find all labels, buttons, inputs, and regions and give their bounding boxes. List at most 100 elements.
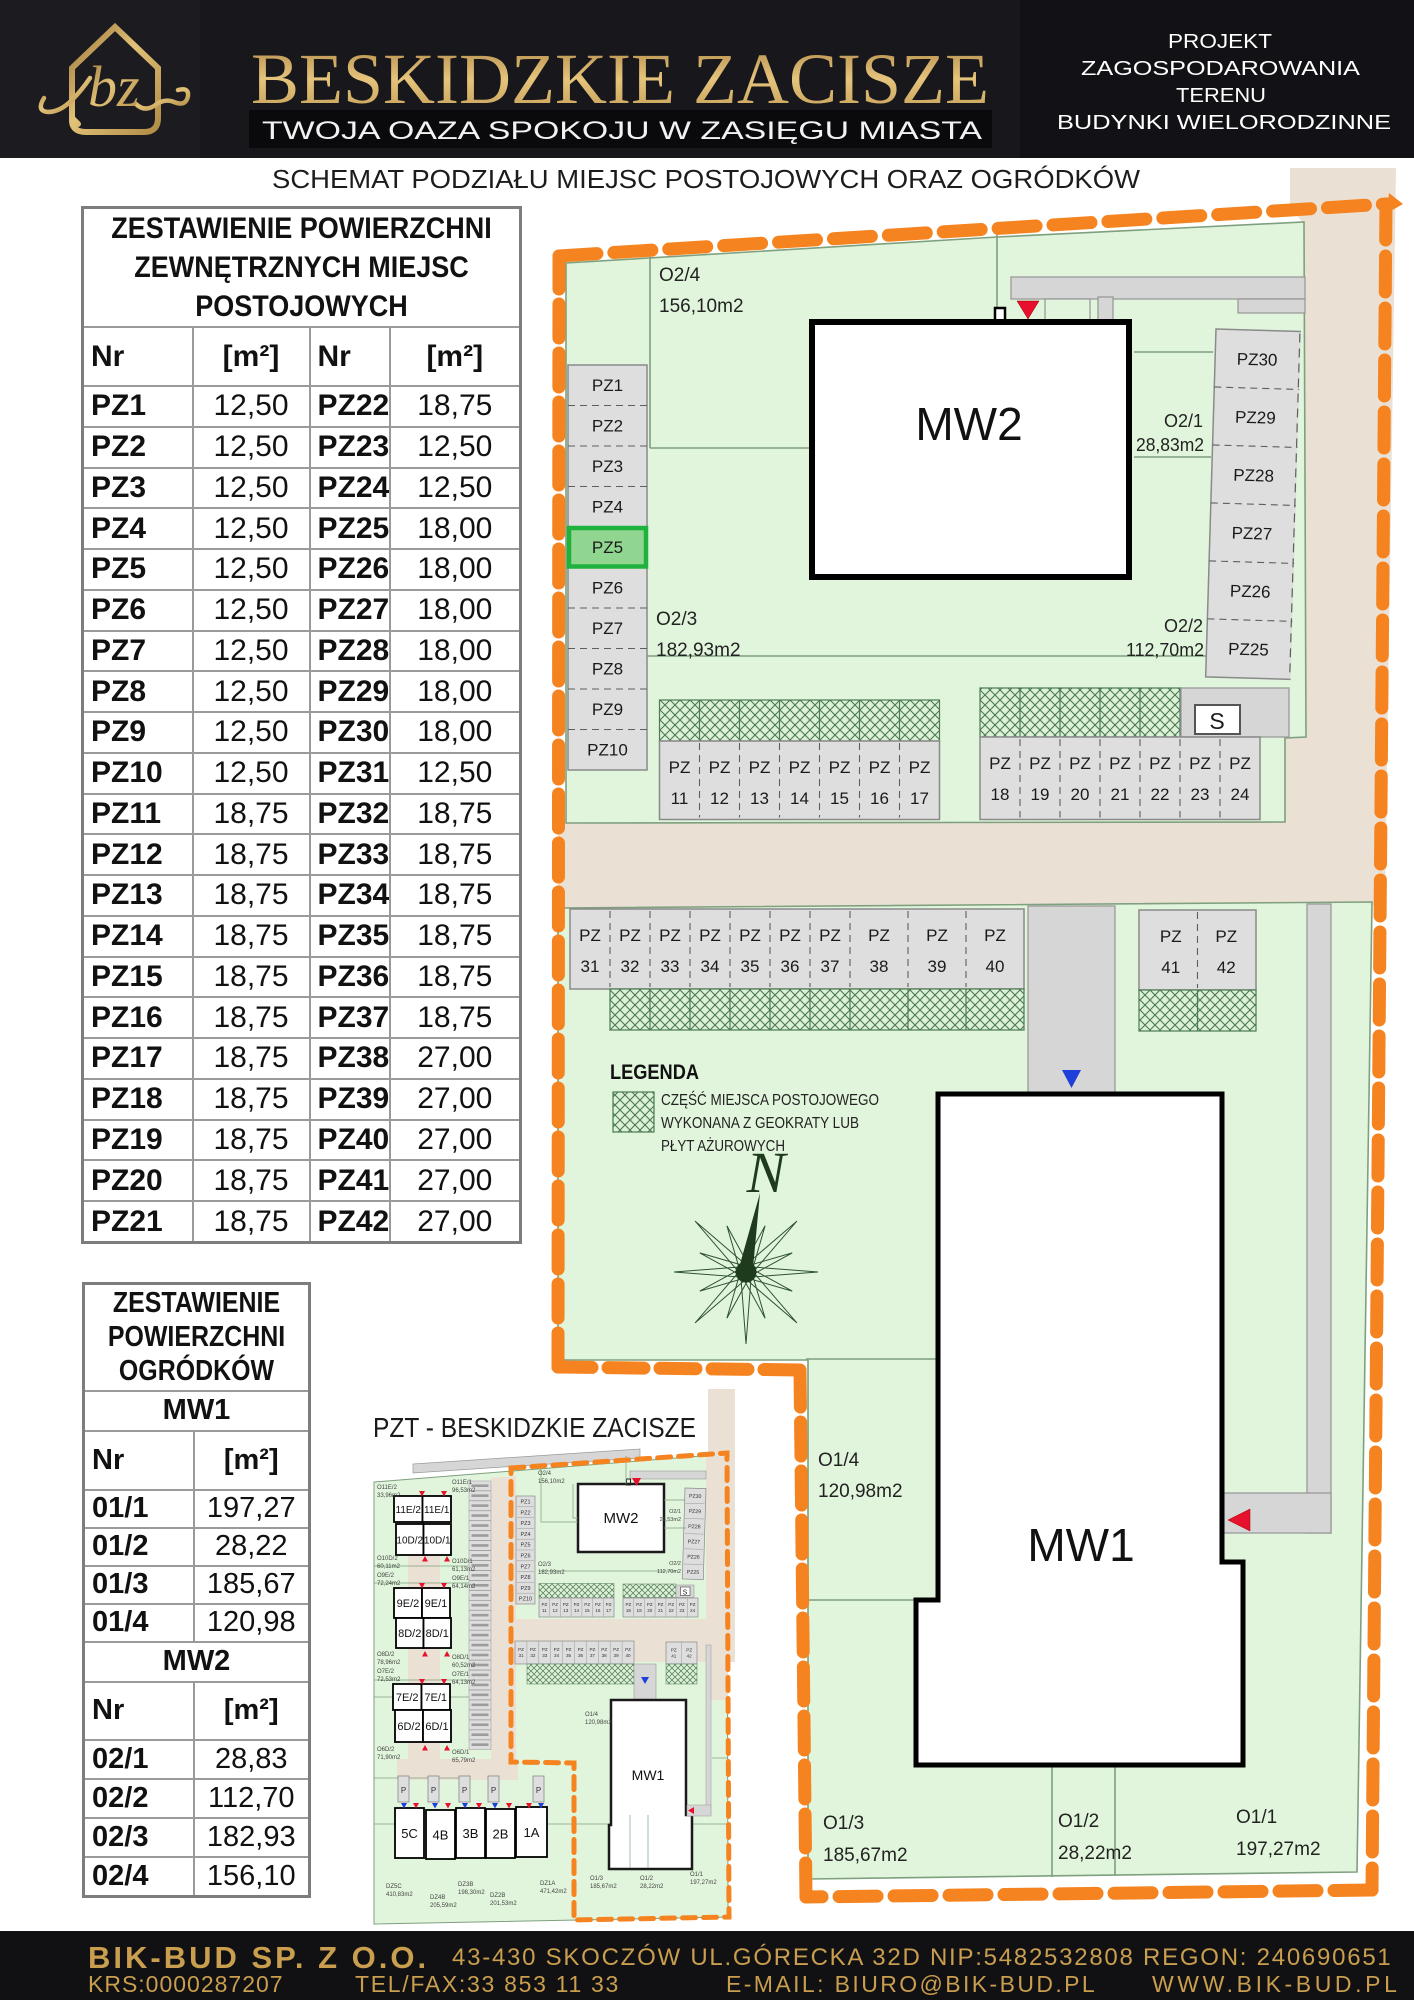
svg-text:PZ5: PZ5 (520, 1543, 530, 1549)
svg-text:O9E/2: O9E/2 (377, 1573, 395, 1579)
svg-text:156,10m2: 156,10m2 (538, 1479, 565, 1485)
svg-text:PZ: PZ (679, 1602, 685, 1607)
svg-text:PZ: PZ (749, 758, 771, 777)
svg-text:O9E/1: O9E/1 (452, 1576, 470, 1582)
svg-text:O10D/1: O10D/1 (452, 1559, 473, 1565)
svg-text:LEGENDA: LEGENDA (610, 1061, 699, 1084)
svg-text:PZ: PZ (647, 1602, 653, 1607)
svg-text:PZ5: PZ5 (592, 538, 623, 557)
svg-text:PZ: PZ (709, 758, 731, 777)
svg-text:17: 17 (606, 1608, 612, 1613)
svg-text:PZ: PZ (789, 758, 811, 777)
svg-text:32: 32 (530, 1653, 536, 1658)
svg-text:17: 17 (910, 789, 929, 808)
svg-text:39: 39 (614, 1653, 620, 1658)
svg-text:13: 13 (750, 789, 769, 808)
svg-text:41: 41 (1161, 958, 1180, 977)
svg-text:120,98m2: 120,98m2 (818, 1481, 903, 1502)
svg-text:31: 31 (518, 1653, 524, 1658)
svg-text:410,83m2: 410,83m2 (386, 1892, 413, 1898)
svg-text:40: 40 (986, 957, 1005, 976)
svg-text:DZ1A: DZ1A (540, 1881, 555, 1887)
svg-text:38: 38 (602, 1653, 608, 1658)
svg-text:PZ: PZ (909, 758, 931, 777)
svg-text:PZ9: PZ9 (592, 700, 623, 719)
svg-text:PZ: PZ (779, 926, 801, 945)
svg-text:PZ: PZ (868, 926, 890, 945)
svg-text:24: 24 (1231, 785, 1250, 804)
svg-text:O2/2: O2/2 (1164, 616, 1203, 636)
svg-text:60,11m2: 60,11m2 (377, 1564, 401, 1570)
svg-text:PZ7: PZ7 (592, 619, 623, 638)
svg-text:PZ: PZ (699, 926, 721, 945)
svg-text:PZ: PZ (869, 758, 891, 777)
svg-text:PZ: PZ (1160, 927, 1182, 946)
svg-text:PZ: PZ (1149, 754, 1171, 773)
svg-text:32: 32 (621, 957, 640, 976)
svg-text:PZ27: PZ27 (688, 1539, 701, 1545)
svg-text:P: P (536, 1786, 541, 1795)
svg-text:P: P (401, 1786, 406, 1795)
svg-text:197,27m2: 197,27m2 (1236, 1839, 1321, 1860)
svg-text:38: 38 (870, 957, 889, 976)
svg-text:PZ4: PZ4 (520, 1532, 530, 1538)
svg-text:PZ: PZ (613, 1647, 619, 1652)
svg-text:198,30m2: 198,30m2 (458, 1890, 485, 1896)
svg-text:PZ26: PZ26 (1230, 582, 1271, 602)
svg-text:197,27m2: 197,27m2 (690, 1880, 717, 1886)
svg-text:PZ: PZ (606, 1602, 612, 1607)
svg-text:18: 18 (991, 785, 1010, 804)
svg-text:185,67m2: 185,67m2 (823, 1845, 908, 1866)
svg-text:23: 23 (679, 1608, 685, 1613)
svg-text:PZ: PZ (574, 1602, 580, 1607)
svg-text:PZ: PZ (584, 1602, 590, 1607)
svg-text:PZT - BESKIDZKIE ZACISZE: PZT - BESKIDZKIE ZACISZE (373, 1412, 696, 1443)
svg-text:16: 16 (595, 1608, 601, 1613)
svg-text:PZ2: PZ2 (520, 1510, 530, 1516)
svg-text:PZ: PZ (595, 1602, 601, 1607)
svg-text:PŁYT AŻUROWYCH: PŁYT AŻUROWYCH (661, 1136, 785, 1155)
svg-text:205,59m2: 205,59m2 (430, 1903, 457, 1909)
svg-text:42: 42 (1217, 958, 1236, 977)
svg-text:78,96m2: 78,96m2 (377, 1660, 401, 1666)
svg-text:PZ: PZ (578, 1647, 584, 1652)
svg-text:PZ1: PZ1 (592, 376, 623, 395)
svg-text:PZ: PZ (1215, 927, 1237, 946)
svg-text:36: 36 (781, 957, 800, 976)
svg-text:O6D/2: O6D/2 (377, 1747, 395, 1753)
svg-text:20: 20 (1071, 785, 1090, 804)
svg-text:37: 37 (821, 957, 840, 976)
svg-text:PZ: PZ (984, 926, 1006, 945)
svg-text:182,93m2: 182,93m2 (656, 640, 741, 661)
svg-text:41: 41 (671, 1654, 677, 1659)
svg-text:12: 12 (553, 1608, 559, 1613)
svg-text:O7E/2: O7E/2 (377, 1669, 395, 1675)
svg-text:7E/1: 7E/1 (424, 1692, 447, 1704)
svg-text:PZ: PZ (563, 1602, 569, 1607)
svg-text:2B: 2B (493, 1827, 509, 1842)
svg-text:TERENU: TERENU (1176, 85, 1266, 107)
svg-text:PZ: PZ (668, 1602, 674, 1607)
svg-text:36: 36 (578, 1653, 584, 1658)
svg-text:33,96m2: 33,96m2 (377, 1493, 401, 1499)
svg-text:PZ7: PZ7 (520, 1564, 530, 1570)
svg-text:PZ: PZ (636, 1602, 642, 1607)
svg-text:12: 12 (710, 789, 729, 808)
svg-text:PZ: PZ (619, 926, 641, 945)
svg-text:MW2: MW2 (604, 1510, 639, 1527)
svg-text:PZ27: PZ27 (1231, 524, 1272, 544)
svg-text:33: 33 (661, 957, 680, 976)
svg-text:PZ: PZ (829, 758, 851, 777)
svg-text:11E/1: 11E/1 (424, 1505, 450, 1516)
svg-text:182,93m2: 182,93m2 (538, 1570, 565, 1576)
svg-text:PZ30: PZ30 (689, 1494, 702, 1500)
svg-text:PZ: PZ (1029, 754, 1051, 773)
svg-text:156,10m2: 156,10m2 (659, 296, 744, 317)
svg-text:10D/2: 10D/2 (396, 1536, 423, 1547)
svg-text:ZAGOSPODAROWANIA: ZAGOSPODAROWANIA (1081, 58, 1361, 80)
svg-text:P: P (491, 1786, 496, 1795)
svg-text:8D/1: 8D/1 (426, 1628, 449, 1640)
svg-text:9E/1: 9E/1 (425, 1598, 448, 1610)
svg-text:S: S (683, 1590, 688, 1597)
svg-text:O2/1: O2/1 (669, 1509, 681, 1515)
